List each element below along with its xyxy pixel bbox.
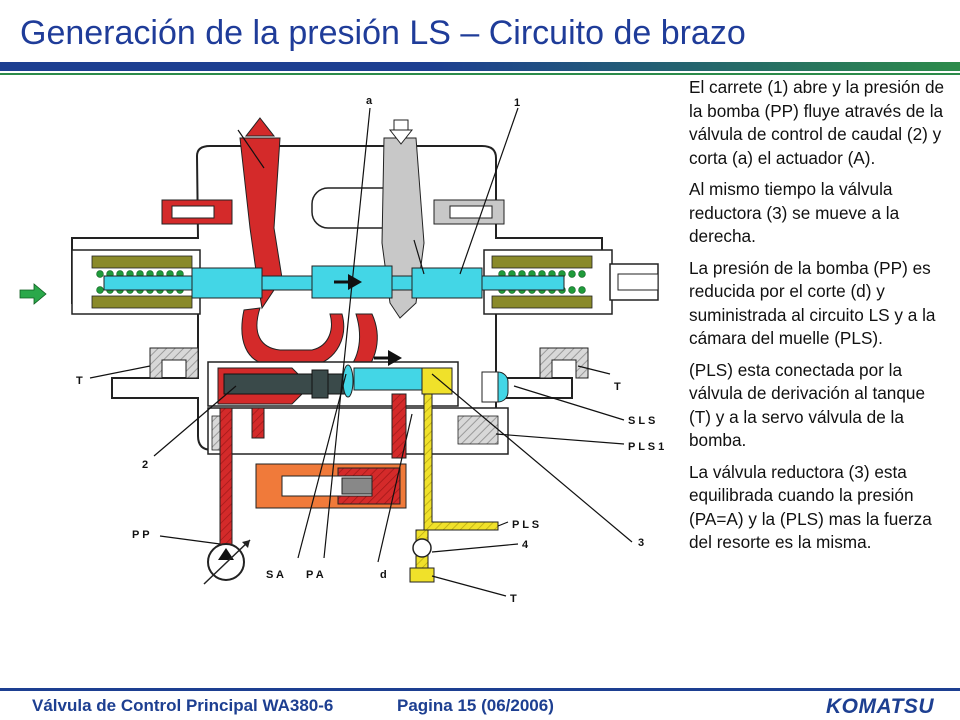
pump-passage-upper: [239, 137, 283, 310]
bypass-valve-spool: [341, 477, 373, 495]
reducing-valve-spool: [353, 367, 423, 391]
title-underline: [0, 62, 960, 71]
label-pa: P A: [306, 569, 324, 581]
footer-rule: [0, 688, 960, 691]
flow-control-piston: [223, 373, 351, 395]
label-pp: P P: [132, 529, 150, 541]
leader-lines: [89, 107, 633, 597]
tank-inlet-arrow: [393, 119, 409, 131]
label-1: 1: [514, 97, 520, 109]
paragraph-4: (PLS) esta conectada por la válvula de d…: [689, 359, 926, 451]
slide-title: Generación de la presión LS – Circuito d…: [20, 14, 746, 52]
left-tank-port: [149, 347, 199, 379]
label-d: d: [380, 569, 387, 581]
label-3: 3: [638, 537, 644, 549]
lower-hatch-right: [457, 415, 499, 445]
footer-page-number: Pagina 15 (06/2006): [397, 696, 554, 715]
pilot-inlet-arrow: [19, 283, 47, 305]
label-sa: S A: [266, 569, 284, 581]
label-2: 2: [142, 459, 148, 471]
pls-orifice: [412, 538, 432, 558]
label-4: 4: [522, 539, 529, 551]
label-t-bottom: T: [510, 593, 517, 605]
komatsu-logo-text: KOMATSU: [826, 695, 934, 718]
tank-inlet-arrow-head: [388, 129, 414, 145]
explanation-text: El carrete (1) abre y la presión de la b…: [689, 76, 951, 563]
reducing-valve-chamber: [421, 367, 453, 395]
valve-cross-section-diagram: a 1 2 3 4 T T T S L S P L S 1 P L S P P …: [19, 95, 664, 605]
label-pls1: P L S 1: [628, 441, 664, 453]
pump-passage-curves: [241, 307, 345, 367]
label-a: a: [366, 95, 373, 107]
paragraph-2: Al mismo tiempo la válvula reductora (3)…: [689, 179, 900, 246]
pump-supply-line: [219, 407, 233, 549]
paragraph-1: El carrete (1) abre y la presión de la b…: [689, 77, 945, 168]
komatsu-logo: KOMATSU: [822, 692, 954, 718]
pls-tank-cup: [409, 567, 435, 583]
paragraph-3: La presión de la bomba (PP) es reducida …: [689, 257, 936, 349]
slide-footer: Válvula de Control Principal WA380-6 Pag…: [0, 688, 960, 720]
right-tank-port: [539, 347, 589, 379]
label-t-right: T: [614, 381, 621, 393]
footer-document-title: Válvula de Control Principal WA380-6: [32, 696, 334, 715]
label-pls: P L S: [512, 519, 539, 531]
label-sls: S L S: [628, 415, 655, 427]
paragraph-5: La válvula reductora (3) esta equilibrad…: [689, 461, 932, 553]
title-underline-thin: [0, 73, 960, 75]
pump-supply-line-middle: [391, 393, 407, 459]
label-t-left: T: [76, 375, 83, 387]
reducing-valve-seat: [342, 364, 354, 398]
pump-outlet-arrow: [244, 117, 276, 137]
